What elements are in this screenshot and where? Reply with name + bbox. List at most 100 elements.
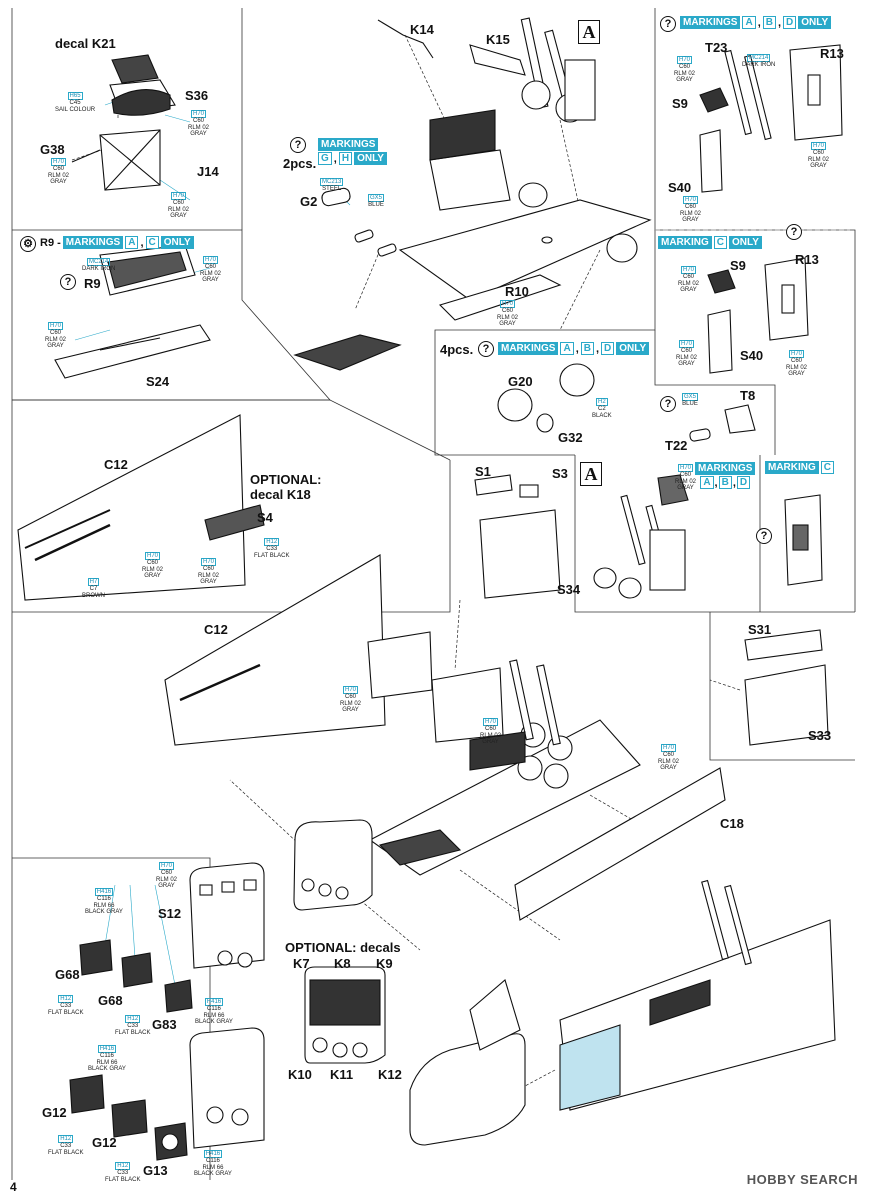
label-k14: K14 [410,22,434,37]
help-icon: ? [786,224,802,240]
mark-d: D [783,16,797,29]
marking-c-mid: MARKING C [765,461,835,474]
help-icon: ? [478,341,494,357]
mark-a: A [742,16,756,29]
label-optional-k18-2: decal K18 [250,487,311,502]
label-g20: G20 [508,374,533,389]
mark-a: A [700,476,714,489]
label-s40-top: S40 [668,180,692,195]
label-k12: K12 [378,1067,402,1082]
label-g68-a: G68 [55,967,80,982]
mark-g: G [318,152,332,165]
label-t23: T23 [705,40,728,55]
markings-abd-drums: MARKINGS A, B, D ONLY [498,342,650,355]
label-g38: G38 [40,142,65,157]
label-j14: J14 [197,164,219,179]
markings-abd-mid: MARKINGS A, B, D [695,462,756,489]
help-icon: ? [660,396,676,412]
label-s31: S31 [748,622,772,637]
only-label: ONLY [798,16,832,29]
markings-label: MARKINGS [318,138,379,151]
mark-d: D [601,342,615,355]
watermark-logo: HOBBY SEARCH [746,1172,858,1187]
label-k15: K15 [486,32,510,47]
label-k10: K10 [288,1067,312,1082]
only-label: ONLY [616,342,650,355]
markings-gh: MARKINGS G, H ONLY [318,138,387,165]
label-g12-a: G12 [42,1105,67,1120]
label-r9: R9 [84,276,101,291]
label-g68-b: G68 [98,993,123,1008]
markings-ac-r9: R9 - MARKINGS A, C ONLY [40,236,194,249]
paint-gx5-g2: GX5 BLUE [368,194,385,208]
mark-b: B [762,16,776,29]
label-r10: R10 [505,284,529,299]
label-s12-top: S12 [158,906,182,921]
label-t8: T8 [740,388,756,403]
mark-a: A [560,342,574,355]
label-r13-top: R13 [820,46,844,61]
label-k9: K9 [376,956,393,971]
label-s40-mid: S40 [740,348,764,363]
label-g32: G32 [558,430,583,445]
label-g13: G13 [143,1163,168,1178]
paint-gx5-t8: GX5 BLUE [682,393,699,407]
help-icon: ? [290,137,306,153]
mark-a: A [125,236,139,249]
paint-mc214-r9: MC214 DARK IRON [82,258,116,272]
label-s33: S33 [808,728,832,743]
label-s34: S34 [557,582,581,597]
quantity-2pcs: 2pcs. [283,156,317,171]
paint-mc213-g2: MC213 STEEL [320,178,344,192]
only-label: ONLY [729,236,762,249]
label-r13-mid: R13 [795,252,819,267]
markings-label: MARKINGS [62,236,124,249]
label-c18: C18 [720,816,744,831]
label-t22: T22 [665,438,688,453]
section-a-marker-top: A [578,20,600,44]
section-a-marker-mid: A [580,462,602,486]
label-g83: G83 [152,1017,177,1032]
label-c12-top: C12 [104,457,128,472]
quantity-4pcs: 4pcs. [440,342,474,357]
markings-abd-top: MARKINGS A, B, D ONLY [680,16,832,29]
r9-prefix: R9 - [40,236,61,249]
label-decal-k21: decal K21 [55,36,116,51]
label-c12-mid: C12 [204,622,228,637]
label-s1: S1 [475,464,491,479]
label-s9-mid: S9 [730,258,746,273]
mark-h: H [338,152,353,165]
label-s9-top: S9 [672,96,688,111]
label-optional-decals: OPTIONAL: decals [285,940,401,955]
label-s4: S4 [257,510,273,525]
only-label: ONLY [354,152,387,165]
label-k11: K11 [330,1067,354,1082]
help-icon: ? [660,16,676,32]
mark-d: D [736,476,751,489]
